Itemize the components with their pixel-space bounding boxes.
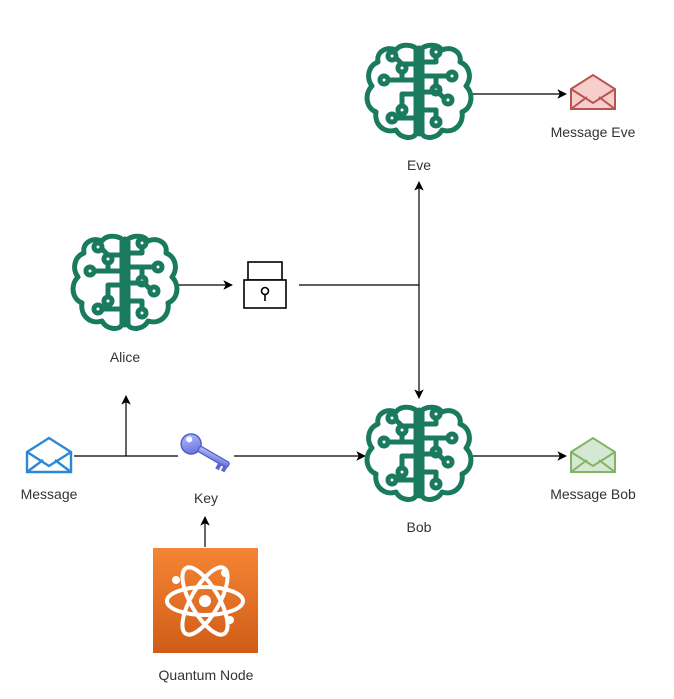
- eve-node[interactable]: Eve: [367, 45, 471, 173]
- alice-label: Alice: [110, 349, 141, 365]
- message-label: Message: [21, 486, 78, 502]
- envelope-icon: [570, 437, 616, 473]
- atom-icon: [165, 565, 245, 637]
- brain-circuit-icon: [73, 236, 177, 328]
- key-node[interactable]: Key: [177, 430, 233, 506]
- bob-label: Bob: [407, 519, 432, 535]
- quantum-node-label: Quantum Node: [159, 667, 254, 683]
- envelope-icon: [25, 436, 73, 474]
- brain-circuit-icon: [367, 407, 471, 499]
- quantum-node[interactable]: Quantum Node: [153, 548, 258, 683]
- lock-node[interactable]: [243, 261, 287, 309]
- bob-node[interactable]: Bob: [367, 407, 471, 535]
- message-bob-label: Message Bob: [550, 486, 636, 502]
- message-node[interactable]: Message: [21, 436, 78, 502]
- edges: [74, 89, 567, 547]
- message-eve-node[interactable]: Message Eve: [551, 74, 636, 140]
- eve-label: Eve: [407, 157, 431, 173]
- alice-node[interactable]: Alice: [73, 236, 177, 365]
- lock-icon: [243, 261, 287, 309]
- message-eve-label: Message Eve: [551, 124, 636, 140]
- brain-circuit-icon: [367, 45, 471, 137]
- key-icon: [180, 433, 230, 473]
- key-label: Key: [194, 490, 218, 506]
- envelope-icon: [570, 74, 616, 110]
- message-bob-node[interactable]: Message Bob: [550, 437, 636, 502]
